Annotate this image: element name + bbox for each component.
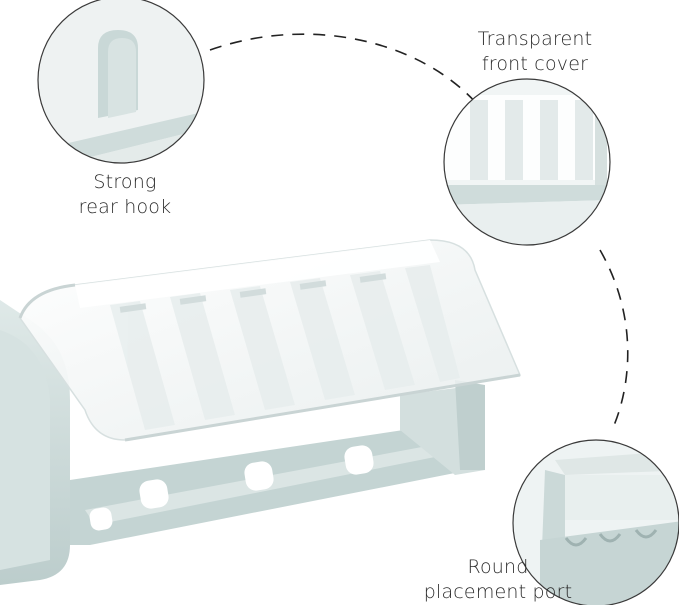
label-line: placement port bbox=[423, 581, 573, 603]
callout-label-front-cover: Transparent front cover bbox=[455, 27, 615, 77]
callout-label-placement-port: Round placement port bbox=[383, 555, 613, 605]
callout-label-rear-hook: Strong rear hook bbox=[60, 170, 190, 220]
label-line: Transparent bbox=[477, 28, 593, 50]
callout-port-circle bbox=[512, 439, 679, 605]
label-line: Round bbox=[467, 556, 529, 578]
callout-cover-circle bbox=[443, 78, 611, 246]
label-line: Strong bbox=[93, 171, 157, 193]
dashed-connector bbox=[209, 33, 629, 431]
toothbrush-holder bbox=[0, 239, 522, 585]
label-line: front cover bbox=[481, 53, 589, 75]
label-line: rear hook bbox=[78, 196, 172, 218]
callout-hook-circle bbox=[37, 0, 205, 164]
